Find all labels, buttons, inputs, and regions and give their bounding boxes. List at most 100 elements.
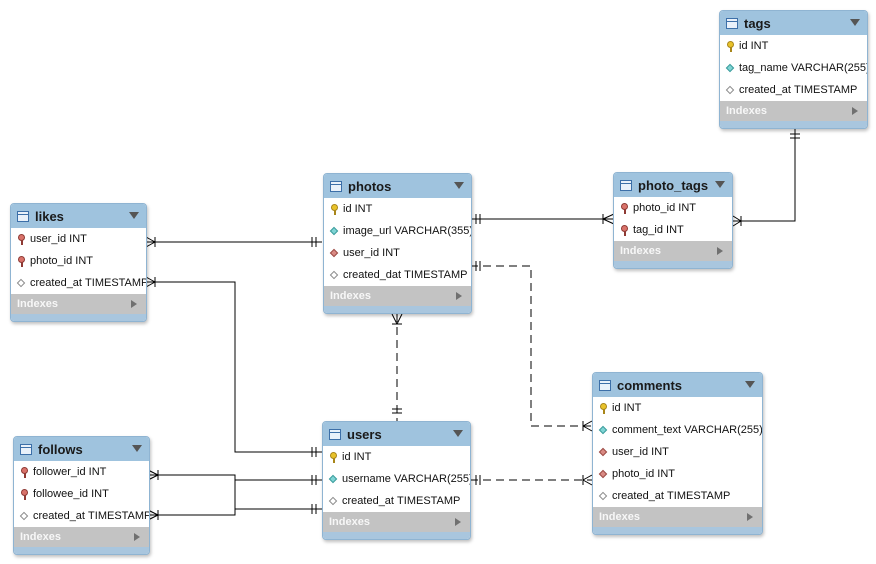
table-header[interactable]: comments bbox=[593, 373, 762, 397]
column-row[interactable]: photo_id INT bbox=[593, 463, 762, 485]
column-row[interactable]: follower_id INT bbox=[14, 461, 149, 483]
column-row[interactable]: photo_id INT bbox=[614, 197, 732, 219]
table-users[interactable]: users id INT username VARCHAR(255) creat… bbox=[322, 421, 471, 540]
relationship-photos-users[interactable] bbox=[391, 313, 403, 421]
nullable-column-icon bbox=[726, 85, 735, 96]
column-type: INT bbox=[623, 402, 642, 414]
table-footer bbox=[614, 261, 732, 268]
collapse-triangle-icon[interactable] bbox=[453, 430, 463, 437]
indexes-section[interactable]: Indexes bbox=[323, 512, 470, 532]
column-type: TIMESTAMP bbox=[404, 269, 468, 281]
expand-arrow-icon[interactable] bbox=[455, 518, 461, 526]
column-row[interactable]: created_at TIMESTAMP bbox=[720, 79, 867, 101]
column-row[interactable]: created_at TIMESTAMP bbox=[323, 490, 470, 512]
column-row[interactable]: tag_id INT bbox=[614, 219, 732, 241]
column-row[interactable]: created_at TIMESTAMP bbox=[593, 485, 762, 507]
indexes-section[interactable]: Indexes bbox=[720, 101, 867, 121]
not-null-column-icon bbox=[726, 63, 735, 74]
collapse-triangle-icon[interactable] bbox=[132, 445, 142, 452]
column-row[interactable]: username VARCHAR(255) bbox=[323, 468, 470, 490]
indexes-label: Indexes bbox=[329, 516, 370, 528]
collapse-triangle-icon[interactable] bbox=[129, 212, 139, 219]
indexes-section[interactable]: Indexes bbox=[593, 507, 762, 527]
table-tags[interactable]: tags id INT tag_name VARCHAR(255) create… bbox=[719, 10, 868, 129]
column-name: image_url bbox=[343, 225, 392, 237]
column-row[interactable]: created_at TIMESTAMP bbox=[11, 272, 146, 294]
indexes-section[interactable]: Indexes bbox=[14, 527, 149, 547]
table-footer bbox=[324, 306, 471, 313]
relationship-likes-photos[interactable] bbox=[145, 236, 322, 248]
primary-key-icon bbox=[599, 402, 608, 414]
column-name: created_at bbox=[33, 510, 85, 522]
column-type: VARCHAR(255) bbox=[684, 424, 763, 436]
table-footer bbox=[323, 532, 470, 539]
expand-arrow-icon[interactable] bbox=[456, 292, 462, 300]
nullable-column-icon bbox=[17, 278, 26, 289]
column-row[interactable]: user_id INT bbox=[324, 242, 471, 264]
indexes-section[interactable]: Indexes bbox=[614, 241, 732, 261]
column-row[interactable]: id INT bbox=[324, 198, 471, 220]
table-icon bbox=[599, 379, 611, 391]
column-row[interactable]: tag_name VARCHAR(255) bbox=[720, 57, 867, 79]
table-photos[interactable]: photos id INT image_url VARCHAR(355) use… bbox=[323, 173, 472, 314]
table-likes[interactable]: likes user_id INT photo_id INT created_a… bbox=[10, 203, 147, 322]
expand-arrow-icon[interactable] bbox=[717, 247, 723, 255]
expand-arrow-icon[interactable] bbox=[134, 533, 140, 541]
column-row[interactable]: user_id INT bbox=[593, 441, 762, 463]
relationship-follows-followee-users[interactable] bbox=[147, 475, 322, 521]
column-row[interactable]: image_url VARCHAR(355) bbox=[324, 220, 471, 242]
column-type: TIMESTAMP bbox=[85, 277, 147, 289]
table-photo-tags[interactable]: photo_tags photo_id INT tag_id INT Index… bbox=[613, 172, 733, 269]
primary-key-icon bbox=[726, 40, 735, 52]
column-type: INT bbox=[91, 488, 109, 500]
nullable-column-icon bbox=[329, 496, 338, 507]
table-header[interactable]: follows bbox=[14, 437, 149, 461]
table-name: photos bbox=[348, 178, 392, 194]
column-row[interactable]: id INT bbox=[323, 446, 470, 468]
expand-arrow-icon[interactable] bbox=[131, 300, 137, 308]
column-row[interactable]: comment_text VARCHAR(255) bbox=[593, 419, 762, 441]
table-footer bbox=[14, 547, 149, 554]
table-header[interactable]: likes bbox=[11, 204, 146, 228]
relationship-likes-users[interactable] bbox=[145, 276, 322, 457]
indexes-section[interactable]: Indexes bbox=[324, 286, 471, 306]
column-row[interactable]: user_id INT bbox=[11, 228, 146, 250]
table-footer bbox=[593, 527, 762, 534]
column-name: photo_id bbox=[30, 255, 73, 267]
collapse-triangle-icon[interactable] bbox=[850, 19, 860, 26]
expand-arrow-icon[interactable] bbox=[852, 107, 858, 115]
relationship-photo-tags-photos[interactable] bbox=[470, 213, 615, 225]
table-follows[interactable]: follows follower_id INT followee_id INT … bbox=[13, 436, 150, 555]
indexes-label: Indexes bbox=[726, 105, 767, 117]
table-icon bbox=[17, 210, 29, 222]
column-name: created_dat bbox=[343, 269, 402, 281]
relationship-comments-users[interactable] bbox=[470, 474, 593, 486]
column-name: created_at bbox=[30, 277, 82, 289]
indexes-section[interactable]: Indexes bbox=[11, 294, 146, 314]
relationship-photo-tags-tags[interactable] bbox=[732, 129, 800, 227]
table-comments[interactable]: comments id INT comment_text VARCHAR(255… bbox=[592, 372, 763, 535]
column-row[interactable]: created_at TIMESTAMP bbox=[14, 505, 149, 527]
table-header[interactable]: photo_tags bbox=[614, 173, 732, 197]
indexes-label: Indexes bbox=[20, 531, 61, 543]
column-row[interactable]: created_dat TIMESTAMP bbox=[324, 264, 471, 286]
column-row[interactable]: followee_id INT bbox=[14, 483, 149, 505]
column-name: followee_id bbox=[33, 488, 89, 500]
table-header[interactable]: users bbox=[323, 422, 470, 446]
column-row[interactable]: id INT bbox=[720, 35, 867, 57]
column-name: follower_id bbox=[33, 466, 86, 478]
collapse-triangle-icon[interactable] bbox=[454, 182, 464, 189]
table-name: photo_tags bbox=[638, 177, 709, 193]
column-name: id bbox=[343, 203, 352, 215]
indexes-label: Indexes bbox=[599, 511, 640, 523]
table-header[interactable]: tags bbox=[720, 11, 867, 35]
column-type: INT bbox=[382, 247, 400, 259]
column-row[interactable]: photo_id INT bbox=[11, 250, 146, 272]
table-header[interactable]: photos bbox=[324, 174, 471, 198]
column-row[interactable]: id INT bbox=[593, 397, 762, 419]
expand-arrow-icon[interactable] bbox=[747, 513, 753, 521]
collapse-triangle-icon[interactable] bbox=[715, 181, 725, 188]
relationship-comments-photos[interactable] bbox=[470, 261, 593, 432]
collapse-triangle-icon[interactable] bbox=[745, 381, 755, 388]
